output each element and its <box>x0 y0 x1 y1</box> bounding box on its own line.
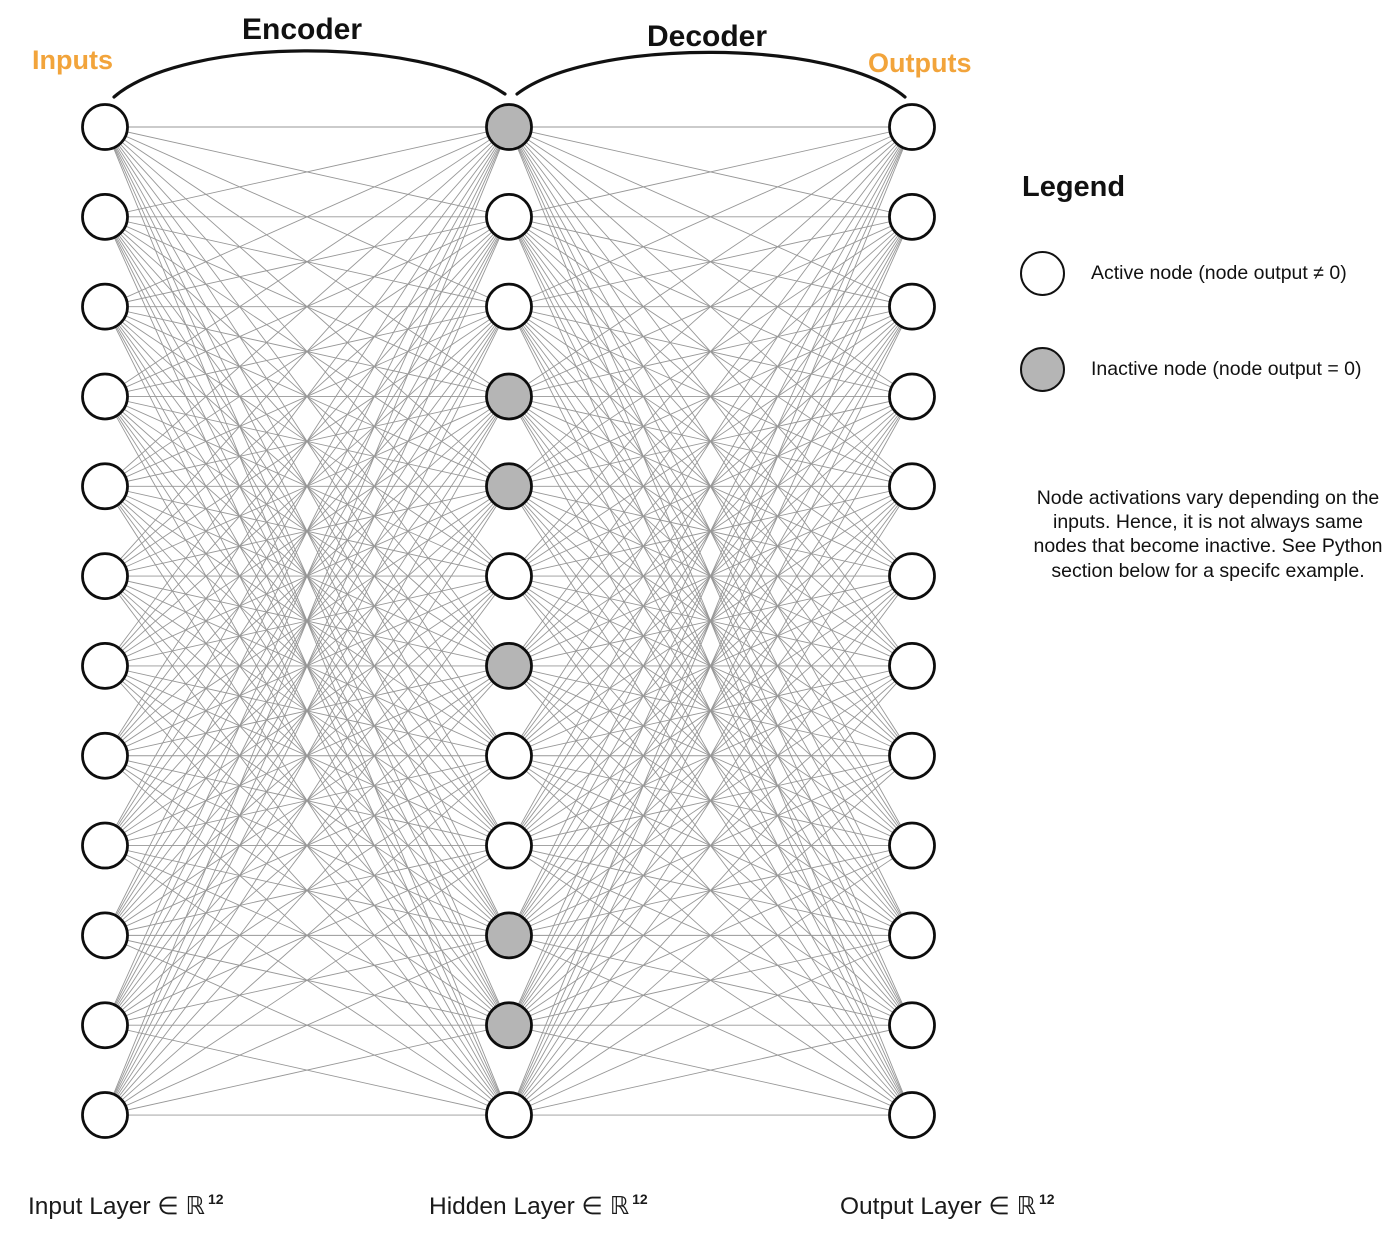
input-node-12-active <box>81 1091 129 1139</box>
input-node-8-active <box>81 731 129 780</box>
hidden-node-8-active <box>485 731 533 780</box>
input-node-6-active <box>81 552 129 600</box>
hidden-node-10-inactive <box>485 911 533 960</box>
output-node-1-active <box>888 103 936 151</box>
input-layer-dimension: 12 <box>207 1191 224 1207</box>
note-text: Node activations vary depending on the i… <box>1033 487 1383 582</box>
hidden-node-3-active <box>485 282 533 331</box>
inactive-node-icon <box>1020 346 1065 392</box>
hidden-node-7-inactive <box>485 642 533 690</box>
output-node-8-active <box>888 731 936 780</box>
output-node-4-active <box>888 372 936 421</box>
legend-item-active: Active node (node output ≠ 0) <box>1020 250 1400 296</box>
output-node-10-active <box>888 911 936 960</box>
hidden-node-5-inactive <box>485 462 533 511</box>
hidden-node-6-active <box>485 552 533 600</box>
encoder-label: Encoder <box>241 13 363 46</box>
output-node-6-active <box>888 552 936 600</box>
input-node-3-active <box>81 282 129 331</box>
hidden-node-11-inactive <box>485 1001 533 1050</box>
hidden-node-9-active <box>485 821 533 870</box>
edge-lines <box>104 126 913 1116</box>
output-layer-label-text: Output Layer ∈ ℝ <box>840 1193 1036 1220</box>
output-node-5-active <box>888 462 936 511</box>
hidden-node-2-active <box>485 192 533 241</box>
output-node-11-active <box>888 1001 936 1050</box>
decoder-label: Decoder <box>646 20 768 53</box>
input-layer-nodes <box>81 103 129 1139</box>
input-node-11-active <box>81 1001 129 1050</box>
legend-item-inactive: Inactive node (node output = 0) <box>1020 346 1400 392</box>
input-node-9-active <box>81 821 129 870</box>
active-node-icon <box>1020 250 1065 296</box>
decoder-brace <box>515 50 907 99</box>
input-node-1-active <box>81 103 129 151</box>
encoder-brace <box>112 49 507 99</box>
legend-title: Legend <box>1022 171 1126 203</box>
output-node-2-active <box>888 192 936 241</box>
output-node-9-active <box>888 821 936 870</box>
output-layer-nodes <box>888 103 936 1139</box>
input-node-7-active <box>81 642 129 690</box>
input-node-4-active <box>81 372 129 421</box>
legend-item-label: Inactive node (node output = 0) <box>1091 357 1362 380</box>
input-node-5-active <box>81 462 129 511</box>
legend-item-label: Active node (node output ≠ 0) <box>1091 261 1347 284</box>
output-node-12-active <box>888 1091 936 1139</box>
output-node-3-active <box>888 282 936 331</box>
input-layer-label-text: Input Layer ∈ ℝ <box>28 1193 205 1220</box>
input-node-10-active <box>81 911 129 960</box>
outputs-label: Outputs <box>868 48 972 78</box>
hidden-layer-nodes <box>485 103 533 1139</box>
hidden-layer-label-text: Hidden Layer ∈ ℝ <box>429 1193 630 1220</box>
hidden-node-12-active <box>485 1091 533 1139</box>
output-node-7-active <box>888 642 936 690</box>
hidden-node-4-inactive <box>485 372 533 421</box>
hidden-layer-dimension: 12 <box>632 1191 648 1207</box>
hidden-node-1-inactive <box>485 103 533 151</box>
output-layer-dimension: 12 <box>1039 1191 1055 1207</box>
inputs-label: Inputs <box>32 45 113 75</box>
input-node-2-active <box>81 192 129 241</box>
